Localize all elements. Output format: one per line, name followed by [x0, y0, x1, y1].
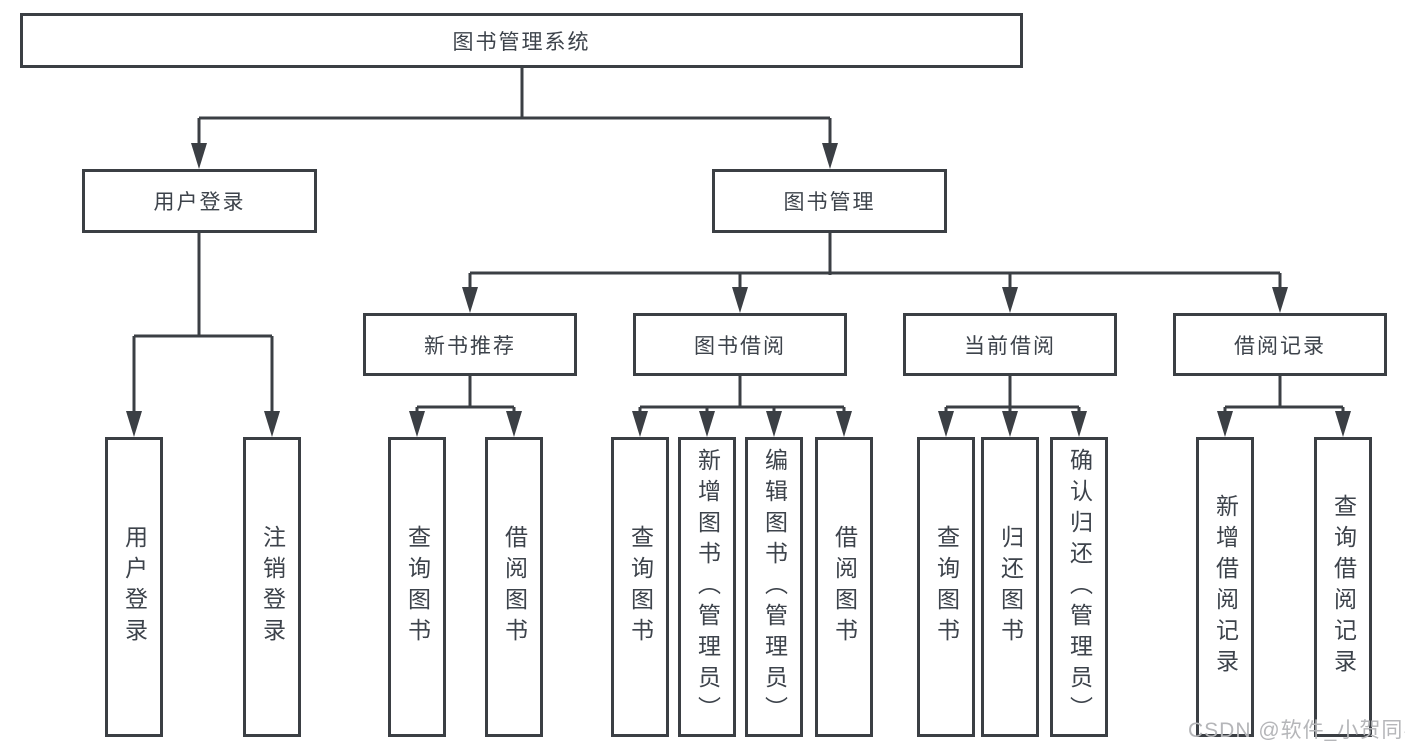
node-label: 图书借阅	[694, 334, 786, 358]
leaf-borrow-books-recommend: 借阅图书	[485, 437, 543, 737]
arrowheads	[126, 143, 1351, 437]
arrow-down-icon	[766, 411, 782, 437]
node-label: 借阅记录	[1234, 334, 1326, 358]
node-borrow-records: 借阅记录	[1173, 313, 1387, 376]
arrow-down-icon	[632, 411, 648, 437]
arrow-down-icon	[264, 411, 280, 437]
leaf-return-books: 归还图书	[981, 437, 1039, 737]
arrow-down-icon	[1335, 411, 1351, 437]
leaf-confirm-return-admin: 确认归还（管理员）	[1050, 437, 1108, 737]
arrow-down-icon	[191, 143, 207, 169]
leaf-label: 新增借阅记录	[1212, 494, 1239, 680]
arrow-down-icon	[1217, 411, 1233, 437]
arrow-down-icon	[1002, 411, 1018, 437]
node-new-book-recommend: 新书推荐	[363, 313, 577, 376]
arrow-down-icon	[126, 411, 142, 437]
node-user-login-branch: 用户登录	[82, 169, 317, 233]
leaf-label: 借阅图书	[501, 525, 528, 649]
node-book-borrow: 图书借阅	[633, 313, 847, 376]
leaf-label: 新增图书（管理员）	[694, 447, 721, 727]
node-label: 当前借阅	[964, 334, 1056, 358]
leaf-query-books-current: 查询图书	[917, 437, 975, 737]
leaf-label: 编辑图书（管理员）	[761, 447, 788, 727]
node-label: 图书管理系统	[452, 30, 591, 54]
leaf-add-borrow-record: 新增借阅记录	[1196, 437, 1254, 737]
node-library-management-system: 图书管理系统	[20, 13, 1023, 68]
leaf-logout: 注销登录	[243, 437, 301, 737]
arrow-down-icon	[1272, 287, 1288, 313]
leaf-label: 归还图书	[997, 525, 1024, 649]
arrow-down-icon	[462, 287, 478, 313]
arrow-down-icon	[822, 143, 838, 169]
arrow-down-icon	[1071, 411, 1087, 437]
leaf-label: 查询借阅记录	[1330, 494, 1357, 680]
arrow-down-icon	[409, 411, 425, 437]
leaf-label: 用户登录	[121, 525, 148, 649]
arrow-down-icon	[1002, 287, 1018, 313]
leaf-label: 注销登录	[259, 525, 286, 649]
leaf-user-login: 用户登录	[105, 437, 163, 737]
leaf-edit-books-admin: 编辑图书（管理员）	[745, 437, 803, 737]
leaf-label: 查询图书	[933, 525, 960, 649]
leaf-label: 借阅图书	[831, 525, 858, 649]
leaf-label: 查询图书	[627, 525, 654, 649]
leaf-add-books-admin: 新增图书（管理员）	[678, 437, 736, 737]
arrow-down-icon	[506, 411, 522, 437]
node-label: 新书推荐	[424, 334, 516, 358]
arrow-down-icon	[836, 411, 852, 437]
node-label: 用户登录	[153, 191, 246, 214]
node-current-borrow: 当前借阅	[903, 313, 1117, 376]
node-book-management-branch: 图书管理	[712, 169, 947, 233]
node-label: 图书管理	[783, 191, 876, 214]
leaf-query-books-recommend: 查询图书	[388, 437, 446, 737]
arrow-down-icon	[732, 287, 748, 313]
csdn-watermark: CSDN @软件_小贺同学	[1188, 719, 1405, 742]
leaf-label: 查询图书	[404, 525, 431, 649]
arrow-down-icon	[938, 411, 954, 437]
connector-lines	[132, 68, 1345, 414]
leaf-query-books-borrow: 查询图书	[611, 437, 669, 737]
leaf-borrow-books: 借阅图书	[815, 437, 873, 737]
arrow-down-icon	[699, 411, 715, 437]
leaf-query-borrow-record: 查询借阅记录	[1314, 437, 1372, 737]
leaf-label: 确认归还（管理员）	[1066, 447, 1093, 727]
